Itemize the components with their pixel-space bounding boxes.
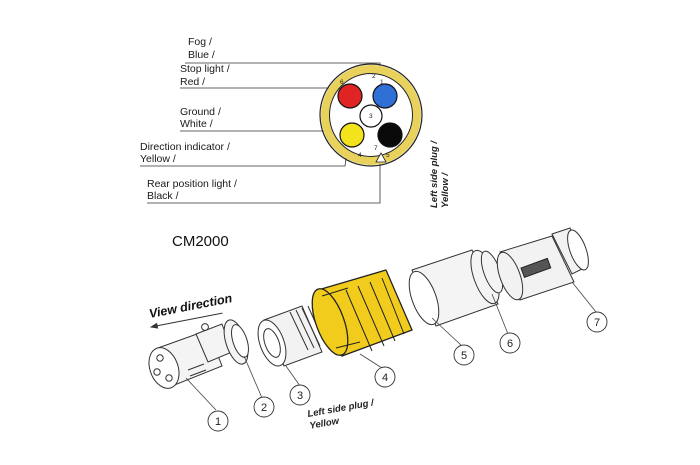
side-note: Left side plug / Yellow / [429, 140, 451, 208]
connector-face: 2 6 3 7 4 1 5 [319, 63, 423, 167]
label-ground: Ground / [180, 106, 221, 118]
pin-number: 6 [340, 79, 344, 86]
side-note-line1: Left side plug / [429, 140, 440, 208]
part-7-gland [496, 227, 589, 301]
label-indicator-color: Yellow / [140, 153, 176, 165]
model-title: CM2000 [172, 233, 229, 250]
pin-indicator-yellow [339, 122, 365, 148]
pin-number: 1 [380, 79, 384, 86]
bottom-note-line2: Yellow [309, 416, 341, 432]
bottom-note: Left side plug / Yellow [307, 397, 376, 432]
label-ground-color: White / [180, 118, 213, 130]
callout-1: 1 [215, 416, 221, 428]
pin-number: 7 [374, 145, 378, 152]
yellow-ring [321, 65, 421, 165]
pin-number: 4 [358, 152, 362, 159]
view-direction-label: View direction [148, 291, 234, 321]
part-1-plug [148, 323, 233, 389]
callout-4: 4 [382, 372, 388, 384]
label-rear: Rear position light / [147, 178, 237, 190]
pin-number: 5 [386, 152, 390, 159]
label-indicator: Direction indicator / [140, 141, 230, 153]
pin-stop-red [337, 83, 363, 109]
part-4-coupling [311, 269, 413, 357]
outer-ring [319, 63, 423, 167]
callouts: 1 2 3 4 5 6 7 [207, 311, 608, 432]
pin-ground-white [359, 104, 383, 128]
bottom-note-line1: Left side plug / [307, 397, 376, 420]
part-3-insert [257, 304, 329, 367]
callout-5: 5 [461, 350, 467, 362]
wiring-diagram: 2 6 3 7 4 1 5 Fog / Blue / Stop light / … [140, 36, 451, 208]
part-2-ring [223, 319, 249, 365]
label-rear-color: Black / [147, 190, 179, 202]
label-stop-color: Red / [180, 76, 205, 88]
label-stop: Stop light / [180, 63, 230, 75]
exploded-connector [148, 227, 589, 389]
arrow-left-icon [149, 322, 159, 329]
side-note-line2: Yellow / [440, 172, 451, 208]
callout-7: 7 [594, 317, 600, 329]
label-fog: Fog / [188, 36, 212, 48]
pin-number: 3 [369, 113, 373, 120]
pin-number: 2 [372, 73, 376, 80]
callout-6: 6 [507, 338, 513, 350]
label-fog-color: Blue / [188, 49, 215, 61]
callout-3: 3 [297, 390, 303, 402]
callout-2: 2 [261, 402, 267, 414]
pin-fog-blue [372, 83, 398, 109]
pin-rear-black [377, 122, 403, 148]
